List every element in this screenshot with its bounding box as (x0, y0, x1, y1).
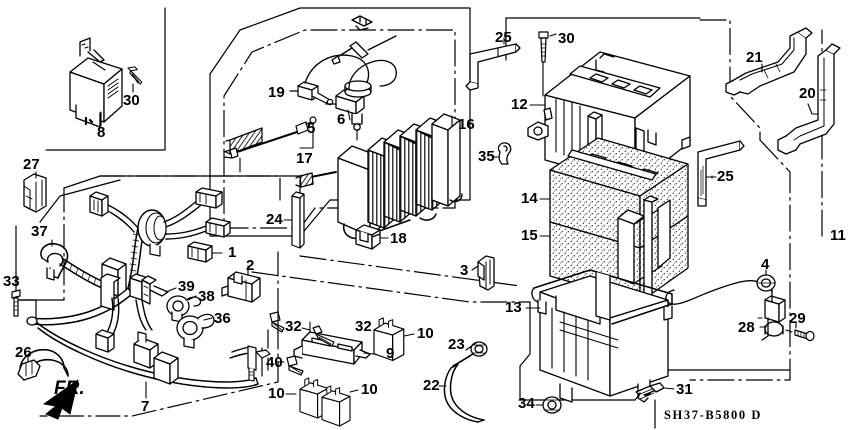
callout-2: 2 (246, 257, 255, 274)
front-orientation-label: FR. (54, 378, 85, 399)
callout-38: 38 (198, 288, 215, 305)
part-16-evaporator-core (295, 113, 463, 240)
callout-10c: 10 (361, 381, 378, 398)
callout-24: 24 (266, 211, 283, 228)
part-3-clip (471, 255, 495, 291)
callout-27: 27 (23, 156, 40, 173)
part-39-clip (141, 275, 177, 305)
part-10-relay-b (285, 377, 329, 419)
callout-30b: 30 (558, 30, 575, 47)
callout-29: 29 (789, 310, 806, 327)
part-8-control-unit (69, 37, 123, 128)
part-31-bolt (635, 382, 675, 403)
part-1-connector (187, 241, 223, 263)
callout-9: 9 (386, 345, 395, 362)
callout-10b: 10 (268, 385, 285, 402)
part-24-seal-strip (283, 191, 305, 249)
callout-40: 40 (266, 354, 283, 371)
part-17-pipe (223, 116, 317, 173)
fr-arrow (43, 379, 79, 420)
part-23-grommet (465, 341, 488, 357)
callout-37: 37 (31, 223, 48, 240)
callout-28: 28 (738, 319, 755, 336)
callout-35: 35 (478, 148, 495, 165)
callout-12: 12 (511, 96, 528, 113)
part-22-drain-hose (438, 351, 485, 423)
part-13-blower-lower-case (525, 269, 673, 403)
part-4-grommet (756, 269, 776, 292)
part-40-screw (277, 355, 304, 376)
part-37-clip (40, 239, 69, 281)
callout-22: 22 (423, 377, 440, 394)
callout-15: 15 (521, 227, 538, 244)
callout-39: 39 (178, 278, 195, 295)
callout-34: 34 (518, 395, 535, 412)
callout-3: 3 (460, 262, 469, 279)
callout-30a: 30 (123, 92, 140, 109)
callout-7: 7 (141, 398, 150, 415)
part-19-thermistor (289, 54, 370, 107)
part-6-expansion-valve (325, 15, 397, 141)
callout-33: 33 (3, 273, 20, 290)
part-30-screw-b (538, 31, 557, 97)
callout-23: 23 (448, 336, 465, 353)
part-35-clip (491, 142, 512, 165)
callout-8: 8 (97, 124, 106, 141)
part-30-screw-a (123, 64, 147, 93)
callout-6: 6 (337, 111, 346, 128)
part-2-connector (221, 265, 261, 303)
callout-36: 36 (214, 310, 231, 327)
callout-31: 31 (676, 381, 693, 398)
callout-25a: 25 (495, 29, 512, 46)
callout-17: 17 (296, 150, 313, 167)
part-34-grommet (535, 396, 562, 414)
part-10-relay-c (321, 385, 359, 427)
part-27-clip (23, 171, 47, 213)
callout-1: 1 (228, 244, 237, 261)
group-boundary-lines (15, 7, 823, 429)
callout-20: 20 (799, 85, 816, 102)
part-20-duct-right (777, 43, 841, 155)
callout-5: 5 (307, 120, 316, 137)
callout-32b: 32 (355, 318, 372, 335)
part-25-seal-a (465, 37, 521, 91)
callout-16: 16 (458, 116, 475, 133)
callout-32a: 32 (285, 318, 302, 335)
callout-21: 21 (746, 49, 763, 66)
callout-25b: 25 (717, 168, 734, 185)
part-28-drain-valve (665, 280, 786, 341)
callout-13: 13 (505, 299, 522, 316)
callout-19: 19 (268, 84, 285, 101)
part-32-screw-b (269, 309, 285, 337)
part-29-screw (785, 321, 815, 342)
part-25-seal-b (697, 140, 745, 207)
callout-10a: 10 (417, 325, 434, 342)
callout-18: 18 (390, 230, 407, 247)
part-32-screw-a (301, 325, 335, 347)
part-33-screw (11, 281, 21, 317)
part-10-relay-a (373, 317, 415, 362)
callout-14: 14 (521, 190, 538, 207)
part-36-ring (176, 313, 215, 349)
callout-4: 4 (761, 256, 770, 273)
part-26-bracket (17, 348, 69, 381)
part-18-clamp (355, 224, 389, 250)
part-21-duct (725, 27, 813, 96)
drawing-code: SH37-B5800 D (664, 408, 763, 422)
callout-26: 26 (15, 344, 32, 361)
part-38-grommet (166, 295, 202, 323)
callout-11: 11 (830, 227, 846, 244)
